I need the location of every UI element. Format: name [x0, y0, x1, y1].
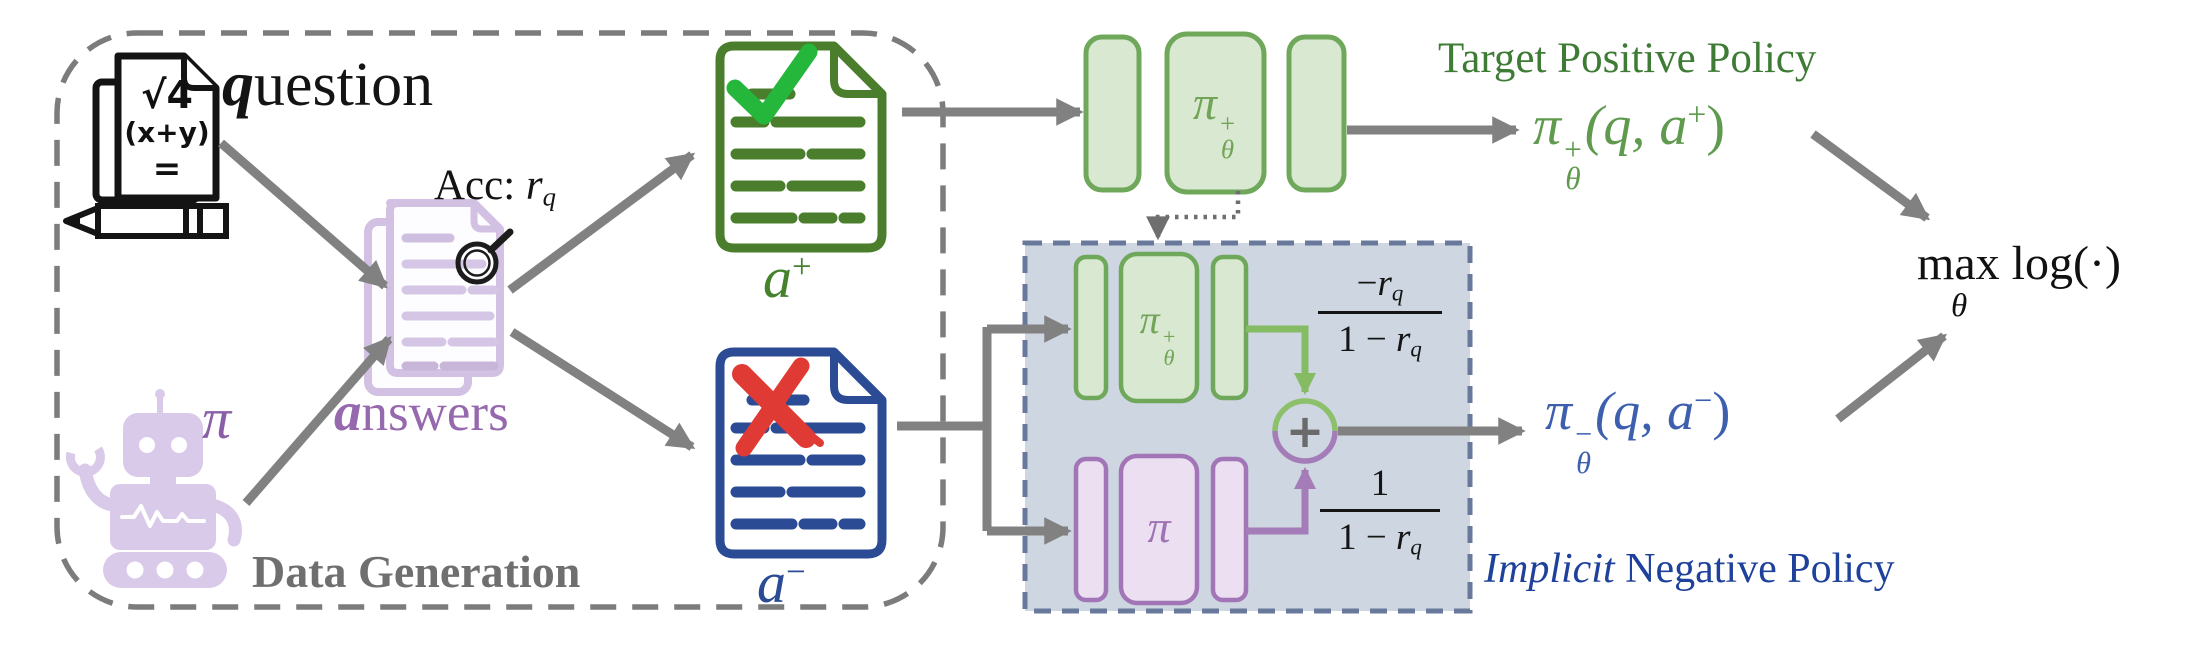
generator-pi-label: π	[202, 386, 232, 451]
implicit-pos-sub: θ	[1163, 345, 1175, 371]
negative-branch-connector	[897, 315, 1072, 545]
doc-math-line3: =	[152, 148, 182, 189]
answers-rest: nswers	[361, 384, 509, 442]
answers-lead: a	[334, 381, 362, 442]
data-generation-box	[54, 30, 946, 610]
pos-formula-asup: +	[1687, 96, 1707, 134]
implicit-title-rest: Negative Policy	[1614, 546, 1895, 592]
target-positive-policy-title: Target Positive Policy	[1438, 35, 1817, 82]
answers-label: answers	[334, 384, 509, 440]
implicit-pos-block-label: π+θ	[1121, 297, 1197, 371]
pos-formula-sub: θ	[1565, 161, 1581, 197]
neg-formula-args: (q, a	[1595, 381, 1695, 441]
arrow-answers-to-negative	[509, 328, 696, 451]
reference-policy-blocks	[1073, 453, 1249, 606]
objective-max: max	[1917, 237, 2000, 290]
positive-policy-formula: π+θ(q, a+)	[1533, 95, 1725, 197]
positive-answer-label: a+	[763, 249, 812, 307]
plus-sign: +	[1286, 404, 1325, 458]
implicit-positive-blocks	[1073, 251, 1249, 404]
robot-icon	[65, 389, 242, 588]
negative-answer-doc-icon	[715, 347, 887, 559]
pos-formula-args: (q, a	[1584, 95, 1688, 157]
frac-pos-densub: q	[1410, 336, 1422, 362]
implicit-title-em: Implicit	[1484, 546, 1615, 592]
question-lead: q	[222, 48, 254, 119]
cross-icon	[732, 357, 824, 457]
dotted-arrow-weight-share	[1146, 191, 1241, 241]
block-sub: θ	[1220, 133, 1235, 164]
arrow-answers-to-positive	[507, 151, 696, 294]
arrow-neg-formula-to-objective	[1835, 332, 1947, 423]
positive-policy-blocks	[1083, 31, 1347, 195]
frac-pos-var: r	[1377, 263, 1392, 304]
objective-log: log(·)	[1999, 237, 2121, 290]
neg-formula-sup: −	[1575, 417, 1593, 452]
purple-weight-connector	[1246, 467, 1316, 535]
question-doc-icon	[92, 52, 220, 204]
negative-answer-label: a−	[757, 554, 806, 612]
doc-math-line1: √4	[141, 73, 193, 117]
frac-ref-denpre: 1 −	[1338, 517, 1396, 558]
reference-block-label: π	[1147, 501, 1171, 552]
positive-policy-block-label: π+θ	[1167, 80, 1264, 163]
neg-formula-sub: θ	[1576, 445, 1592, 480]
pos-formula-sup: +	[1564, 131, 1582, 167]
frac-ref-densub: q	[1410, 534, 1422, 560]
frac-pos-varsub: q	[1391, 280, 1404, 306]
implicit-negative-policy-title: Implicit Negative Policy	[1484, 548, 1895, 590]
implicit-pos-sup: +	[1162, 324, 1176, 350]
question-doc-math: √4 (x+y) =	[124, 76, 210, 186]
plus-combiner: +	[1272, 398, 1338, 464]
question-label: question	[222, 51, 434, 119]
arrow-question-to-answers	[218, 139, 388, 290]
pencil-icon	[63, 203, 229, 239]
neg-formula-asup: −	[1694, 383, 1713, 420]
question-rest: uestion	[254, 51, 434, 119]
neg-formula-close: )	[1712, 381, 1731, 441]
objective-theta: θ	[1951, 288, 1968, 324]
reference-weight-fraction: 1 1 − rq	[1320, 462, 1440, 561]
objective-label: max log(·)	[1917, 240, 2121, 288]
pos-formula-pi: π	[1533, 95, 1562, 157]
block-sup: +	[1219, 108, 1236, 139]
pos-answer-sup: +	[792, 246, 812, 286]
pos-formula-close: )	[1706, 95, 1725, 157]
green-weight-connector	[1246, 325, 1316, 395]
answers-doc-icon	[364, 199, 504, 396]
accuracy-prefix: Acc:	[434, 162, 526, 209]
neg-answer-sup: −	[786, 551, 806, 591]
check-icon	[726, 43, 818, 125]
positive-answer-doc-icon	[715, 41, 887, 253]
accuracy-sub: q	[542, 181, 556, 212]
negative-policy-formula: π−θ(q, a−)	[1545, 384, 1730, 478]
positive-weight-fraction: −rq 1 − rq	[1318, 262, 1442, 362]
accuracy-label: Acc: rq	[434, 164, 556, 210]
pos-answer-base: a	[763, 245, 792, 310]
neg-answer-base: a	[757, 550, 786, 615]
frac-pos-denvar: r	[1396, 318, 1411, 360]
frac-pos-denpre: 1 −	[1338, 318, 1396, 360]
block-pi: π	[1192, 77, 1217, 130]
frac-ref-denvar: r	[1396, 517, 1411, 558]
arrow-robot-to-answers	[242, 336, 393, 506]
arrow-pos-formula-to-objective	[1810, 130, 1931, 222]
implicit-pos-pi: π	[1139, 297, 1160, 342]
accuracy-var: r	[525, 162, 543, 209]
frac-ref-num: 1	[1370, 463, 1390, 504]
data-generation-label: Data Generation	[252, 546, 581, 597]
magnifier-icon	[455, 228, 514, 285]
frac-pos-sign: −	[1356, 263, 1378, 304]
doc-math-line2: (x+y)	[124, 116, 210, 149]
neg-formula-pi: π	[1545, 381, 1573, 441]
